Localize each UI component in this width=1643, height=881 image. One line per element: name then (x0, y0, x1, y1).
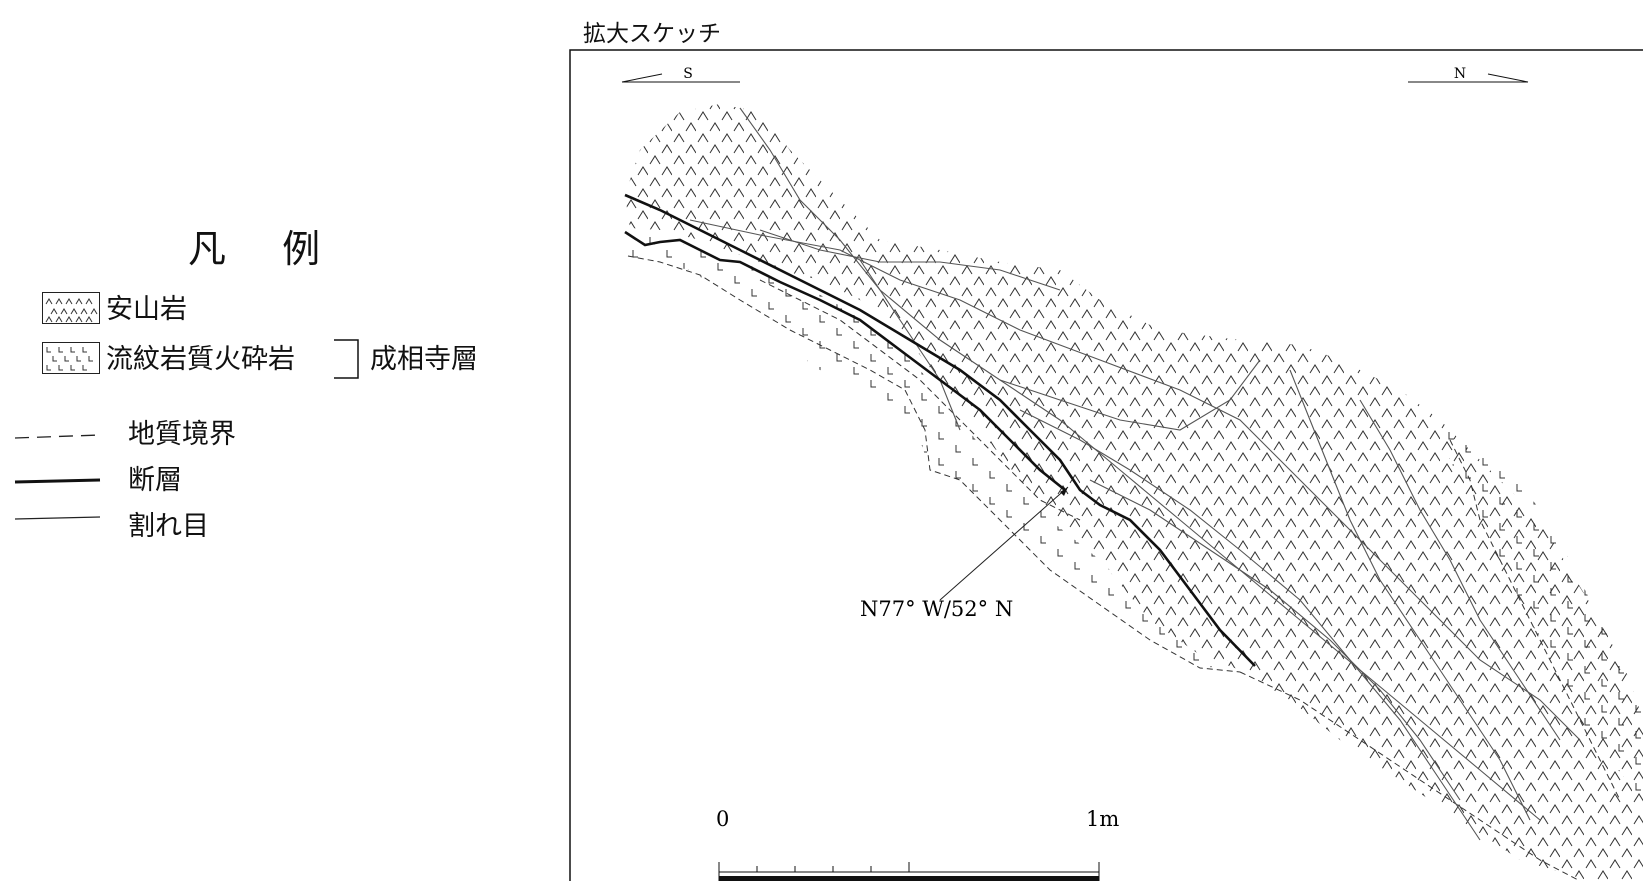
fault-line (624, 230, 1066, 492)
fracture-line (1019, 409, 1481, 841)
scale-end-label: 1m (1086, 807, 1119, 831)
rhyolitic-pyroclastic-pattern-icon (42, 342, 100, 374)
thick-line-sample (14, 478, 101, 484)
south-label: S (683, 66, 693, 82)
pyroclastic-right-area (1440, 420, 1643, 800)
legend-andesite-label: 安山岩 (106, 294, 187, 325)
legend-formation-label: 成相寺層 (370, 344, 478, 375)
scale-bar: 0 1m (716, 807, 1119, 881)
pyroclastic-unit-area (625, 232, 1240, 668)
geologic-boundary-line (1449, 439, 1621, 801)
fracture-line (1359, 399, 1561, 741)
legend-line-samples (14, 434, 101, 520)
fracture-line (759, 229, 1061, 291)
fracture-line (1089, 479, 1461, 801)
fracture-line (859, 259, 961, 431)
fracture-line (739, 107, 1541, 821)
scale-start-label: 0 (716, 807, 729, 831)
andesite-unit-area (625, 104, 1643, 881)
legend-fracture-label: 割れ目 (128, 511, 209, 542)
geologic-boundary-line (759, 279, 1081, 521)
fault-attitude-label: N77° W/52° N (860, 597, 1013, 621)
dashed-line-sample (14, 434, 101, 439)
north-arrow: N (1408, 66, 1529, 83)
thin-line-sample (14, 516, 101, 520)
geologic-boundary-line (1239, 671, 1581, 881)
andesite-pattern-icon (42, 292, 100, 324)
fault-line (624, 193, 1256, 667)
sketch-title: 拡大スケッチ (583, 21, 721, 47)
fault-measurement-callout: N77° W/52° N (860, 486, 1069, 621)
legend-boundary-label: 地質境界 (128, 419, 236, 450)
sketch-frame (569, 49, 1643, 881)
south-arrow: S (621, 66, 740, 83)
legend-title: 凡 例 (188, 227, 343, 271)
fracture-line (1289, 369, 1531, 821)
legend-fault-label: 断層 (128, 465, 182, 496)
north-label: N (1454, 66, 1466, 82)
geologic-boundary-line (627, 255, 1241, 673)
formation-bracket (334, 339, 359, 379)
legend-pyroclastic-label: 流紋岩質火砕岩 (106, 344, 295, 375)
fracture-line (999, 359, 1261, 431)
